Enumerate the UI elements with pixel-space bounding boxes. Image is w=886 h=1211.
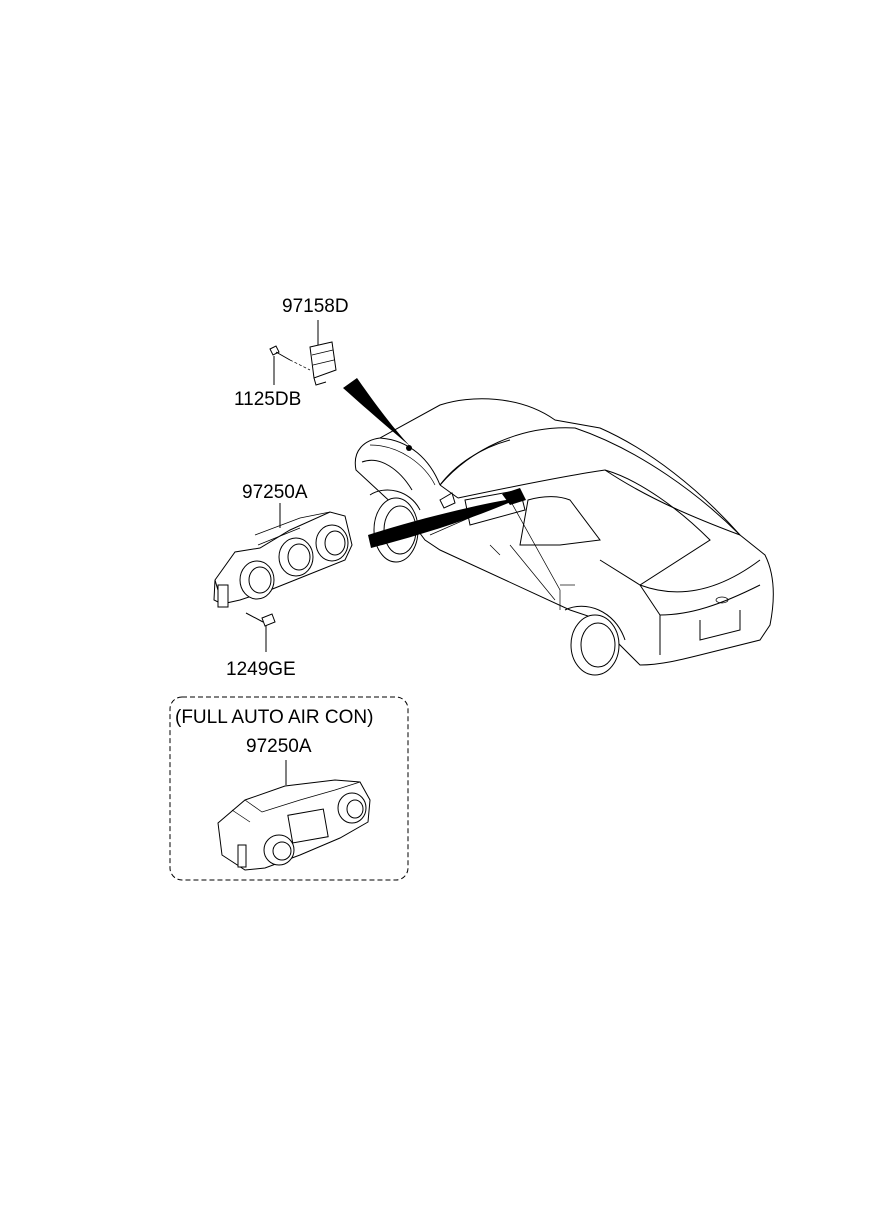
option-box-label: (FULL AUTO AIR CON)	[175, 707, 373, 728]
callout-auto-control-part: 97250A	[246, 736, 312, 757]
callout-control-screw: 1249GE	[226, 659, 296, 680]
climate-control-unit	[213, 503, 353, 652]
car-illustration	[354, 398, 774, 676]
auto-climate-control-unit	[217, 760, 371, 871]
callout-sensor-part: 97158D	[282, 296, 349, 317]
sensor-assembly	[269, 320, 337, 386]
option-box	[169, 696, 409, 881]
callout-control-part: 97250A	[242, 482, 308, 503]
callout-sensor-screw: 1125DB	[234, 389, 301, 410]
pointer-wedges	[343, 378, 526, 548]
